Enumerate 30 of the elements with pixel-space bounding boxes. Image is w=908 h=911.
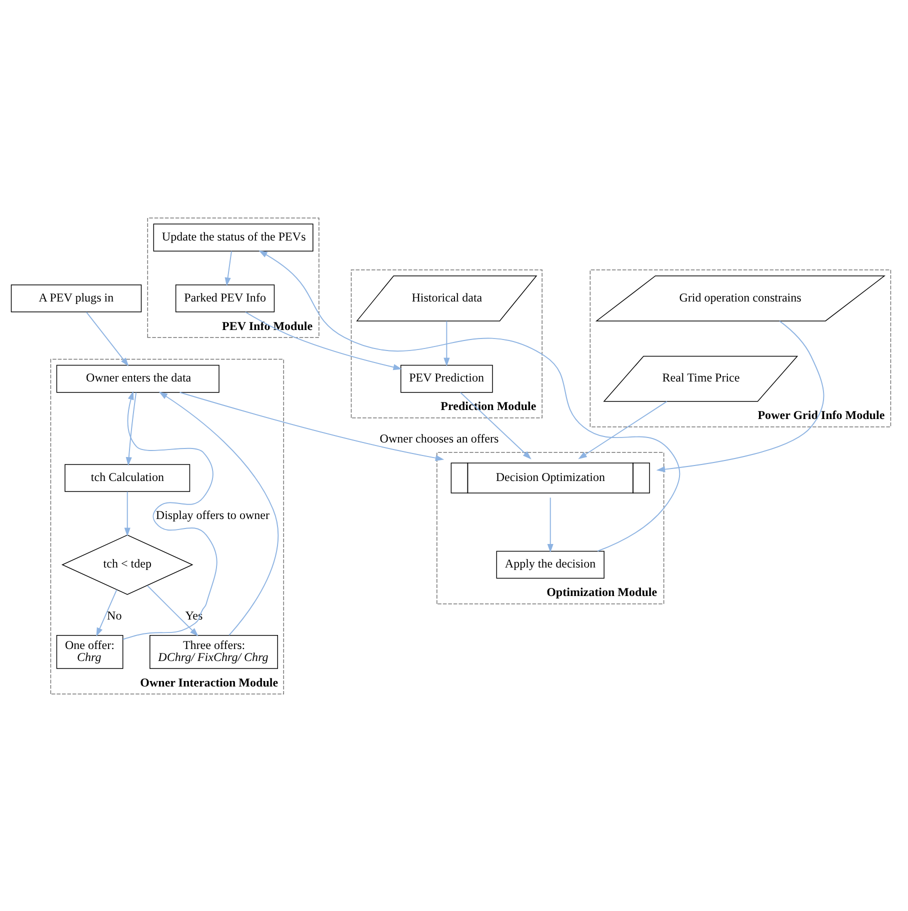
arrow	[86, 311, 129, 366]
arrow	[146, 584, 198, 636]
edge-label: Yes	[185, 608, 203, 622]
arrow	[124, 490, 130, 536]
arrow	[158, 391, 279, 636]
arrow	[444, 320, 450, 366]
arrow	[258, 250, 680, 552]
node-box: A PEV plugs in	[10, 284, 142, 312]
arrow	[126, 391, 137, 466]
arrow	[460, 392, 532, 459]
arrow	[179, 391, 444, 460]
edge-label: Owner chooses an offers	[380, 431, 499, 446]
arrow	[578, 400, 668, 459]
edge-label: No	[107, 608, 122, 622]
node-box: Update the status of the PEVs	[153, 223, 314, 251]
arrow	[245, 311, 402, 370]
node-box: One offer: Chrg	[56, 634, 124, 668]
node-box: Three offers: DChrg/ FixChrg/ Chrg	[150, 634, 278, 668]
node-box: tch Calculation	[64, 464, 190, 492]
node-box: Apply the decision	[496, 550, 604, 578]
node-box: PEV Prediction	[400, 364, 493, 392]
node-box: Parked PEV Info	[175, 284, 275, 312]
arrow	[547, 496, 554, 552]
arrow	[96, 588, 118, 636]
node-box: Owner enters the data	[56, 364, 220, 392]
arrow	[224, 250, 232, 286]
arrow	[122, 390, 218, 640]
edge-label: Display offers to owner	[156, 508, 270, 522]
node-diamond: tch < tdep	[61, 534, 194, 594]
arrow	[656, 320, 824, 472]
